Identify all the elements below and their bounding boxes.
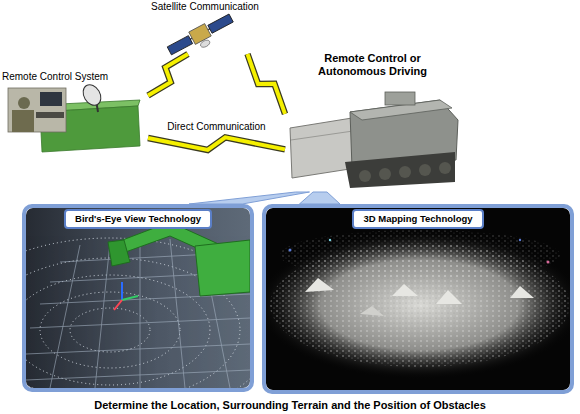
illustration-part [40, 92, 62, 106]
illustration-part [436, 290, 462, 304]
lightning-link [148, 54, 188, 96]
illustration-part [26, 208, 250, 388]
illustration-part [547, 261, 550, 264]
vehicle-box: Remote Control or Autonomous Driving [285, 50, 460, 192]
satellite-icon [166, 11, 238, 62]
illustration-part [266, 230, 570, 380]
illustration-part [280, 230, 560, 280]
callout-wedge [189, 192, 309, 204]
illustration-part [50, 245, 80, 388]
node-text: 3D Mapping Technology [352, 209, 483, 229]
callout-wedge [299, 192, 340, 204]
illustration-part [359, 170, 371, 182]
satellite-label-box: Satellite Communication [120, 0, 290, 54]
illustration-part [12, 110, 34, 132]
illustration-part [419, 164, 431, 176]
technology-panel: 3D Mapping Technology [262, 204, 574, 394]
wedge-shape [189, 192, 309, 204]
birds-eye-view-image [26, 208, 250, 388]
illustration-part [199, 39, 211, 49]
illustration-part [26, 370, 250, 380]
illustration-part [360, 306, 384, 316]
illustration-part [167, 36, 192, 55]
illustration-part [40, 294, 250, 304]
illustration-part [26, 237, 250, 388]
bolt-fill [148, 54, 188, 96]
remote-station-box: Remote Control System [0, 70, 148, 155]
illustration-part [385, 92, 415, 105]
illustration-part [195, 240, 250, 296]
bolt-fill [248, 54, 286, 114]
illustration-part [289, 249, 292, 252]
illustration-part [122, 296, 138, 300]
bolt-outline [148, 54, 188, 96]
illustration-part [18, 97, 30, 109]
illustration-part [95, 243, 110, 388]
illustration-part [291, 131, 353, 140]
illustration-part [519, 239, 521, 241]
node-text: Satellite Communication [120, 0, 290, 13]
illustration-part [290, 118, 356, 178]
illustration-part [392, 284, 418, 296]
illustration-part [114, 300, 122, 310]
illustration-part [36, 112, 64, 118]
technology-panel: Bird's-Eye View Technology [22, 204, 254, 392]
edge-label: Direct Communication [165, 121, 267, 133]
node-text: Remote Control System [0, 70, 148, 83]
illustration-part [439, 162, 451, 174]
illustration-part [345, 152, 455, 188]
illustration-part [399, 166, 411, 178]
illustration-part [170, 239, 185, 388]
illustration-part [26, 344, 250, 354]
lightning-link [248, 54, 286, 114]
illustration-part [305, 278, 334, 292]
illustration-part [208, 14, 233, 33]
bolt-fill [148, 137, 285, 150]
illustration-part [510, 286, 534, 298]
caption: Determine the Location, Surrounding Terr… [0, 398, 580, 412]
bolt-outline [148, 137, 285, 150]
node-text: Remote Control or Autonomous Driving [298, 52, 448, 78]
node-text: Bird's-Eye View Technology [64, 209, 212, 229]
illustration-part [140, 241, 141, 388]
illustration-part [26, 238, 250, 388]
bolt-outline [248, 54, 286, 114]
lightning-link [148, 137, 285, 150]
illustration-part [26, 275, 210, 385]
illustration-part [80, 81, 105, 108]
illustration-part [329, 239, 331, 241]
illustration-part [8, 88, 66, 132]
illustration-part [108, 240, 130, 266]
wedge-shape [299, 192, 340, 204]
illustration-part [121, 282, 123, 300]
illustration-part [70, 308, 150, 352]
illustration-part [26, 238, 250, 388]
unmanned-vehicle [290, 92, 458, 188]
3d-map-image [266, 208, 570, 390]
remote-control-station [8, 81, 140, 152]
illustration-part [379, 168, 391, 180]
